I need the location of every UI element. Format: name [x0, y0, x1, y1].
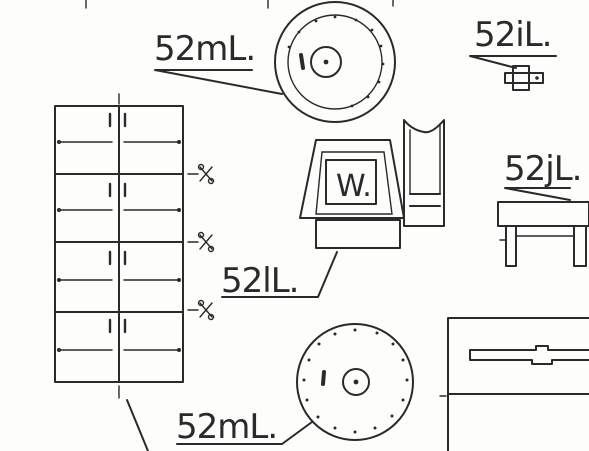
scissor-icon — [187, 163, 215, 185]
leader-52m-top — [154, 69, 283, 95]
label-52l: 52lL. — [221, 261, 298, 301]
connector-symbol — [504, 65, 544, 91]
cabinet-handles — [108, 112, 127, 334]
console-side-panel — [403, 119, 445, 227]
scissor-icon — [187, 231, 215, 253]
console-letter: W. — [336, 169, 372, 204]
top-tick-marks — [85, 0, 394, 9]
scissor-icon — [187, 299, 215, 321]
cabinet-rack — [54, 93, 184, 399]
leader-cabinet-bottom — [126, 399, 149, 451]
label-52m-bottom: 52mL. — [176, 407, 277, 447]
table-unit — [497, 201, 589, 267]
label-52i: 52iL. — [474, 15, 551, 55]
reel-top — [274, 1, 396, 123]
leader-52m-bottom — [176, 421, 313, 445]
label-52m-top: 52mL. — [154, 29, 255, 69]
scissor-icons — [187, 163, 215, 321]
label-52j: 52jL. — [504, 149, 581, 189]
leader-52i — [469, 55, 557, 69]
reel-bottom — [296, 323, 414, 441]
reel-bottom-dots — [302, 328, 409, 434]
bottom-right-panel — [439, 317, 589, 451]
cabinet-shelves — [57, 140, 181, 352]
console-unit: W. — [299, 139, 405, 249]
leader-52j — [504, 187, 571, 201]
reel-top-dots — [287, 15, 385, 108]
leader-52l — [221, 251, 338, 298]
